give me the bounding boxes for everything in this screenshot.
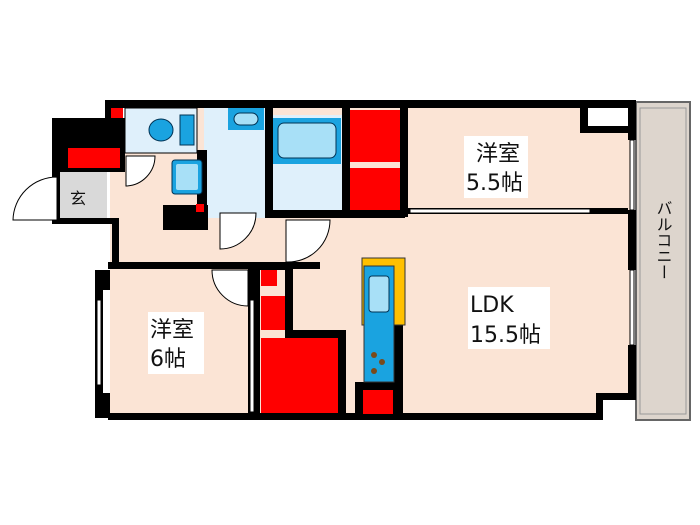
entrance-label: 玄 (70, 189, 86, 208)
closet-door (249, 299, 255, 413)
bedroom-door (211, 269, 249, 307)
label-bg (464, 136, 528, 198)
sink-icon (368, 275, 390, 313)
label-bg (148, 312, 204, 374)
sliding-door-bedroom (409, 208, 591, 214)
room-label-western-2: 洋室 6帖 (150, 318, 201, 372)
closet-room (261, 338, 338, 413)
stove-icon (371, 352, 385, 374)
closet-bath-1 (350, 110, 400, 162)
room-label-western-1: 洋室 5.5帖 (466, 142, 527, 196)
bathtub-basin-icon (277, 122, 337, 159)
label-bg (468, 287, 550, 349)
washing-machine-drum-icon (176, 164, 198, 190)
balcony-window-2 (629, 269, 635, 346)
entrance-floor (60, 172, 107, 220)
balcony (635, 101, 691, 421)
balcony-rail (639, 107, 687, 415)
closet-bath-2 (350, 168, 400, 210)
balcony-window-1 (629, 139, 635, 211)
front-door (12, 176, 58, 221)
closet-hall-1 (261, 270, 277, 286)
closet-hall-2 (261, 296, 285, 330)
toilet-icon (148, 118, 174, 142)
washroom-door (219, 212, 257, 250)
doors[interactable] (12, 139, 635, 413)
bathroom-door (285, 219, 331, 263)
room-label-ldk: LDK 15.5帖 (470, 293, 541, 348)
closet-kitchen (363, 390, 393, 414)
toilet-door (125, 155, 156, 187)
bedroom-window (96, 299, 102, 386)
toilet-tank-icon (179, 114, 195, 146)
balcony-label: バルコニー (654, 200, 673, 280)
closet-entrance (68, 148, 120, 168)
washbasin-bowl-icon (233, 112, 259, 126)
closet-small (111, 108, 123, 118)
closet-wash (196, 204, 204, 212)
storage-closets (68, 108, 400, 414)
